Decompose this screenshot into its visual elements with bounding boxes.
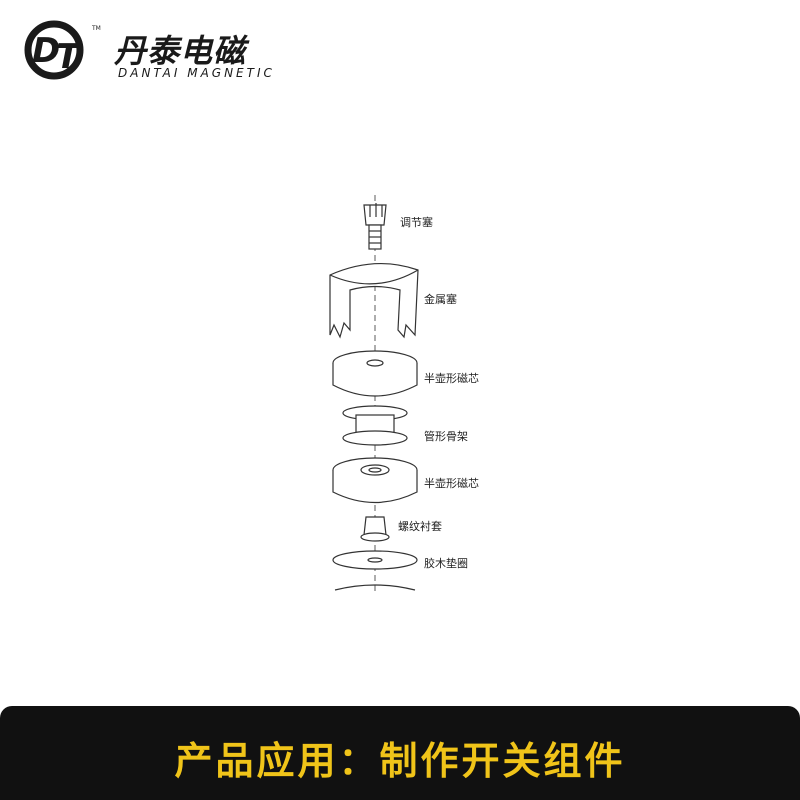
svg-text:D: D (32, 31, 60, 71)
banner-text: 产品应用：制作开关组件 (174, 739, 626, 783)
dt-logo-icon: D T TM (24, 20, 101, 80)
label-adjusting-plug: 调节塞 (400, 216, 433, 229)
metal-cap (329, 263, 419, 339)
exploded-pot-core-diagram (320, 195, 500, 595)
brand-name-cn: 丹泰电磁 (114, 32, 247, 70)
half-pot-core-top (332, 350, 418, 397)
product-application-banner: 产品应用：制作开关组件 (0, 706, 800, 800)
label-threaded-bushing: 螺纹衬套 (398, 520, 442, 533)
diagram-drawing (329, 195, 419, 595)
trademark-mark: TM (91, 25, 101, 32)
partial-lower-part (334, 584, 416, 591)
label-bakelite-washer: 胶木垫圈 (424, 557, 468, 570)
threaded-bushing (360, 516, 390, 542)
svg-text:T: T (56, 37, 82, 77)
brand-logo: D T TM 丹泰电磁 DANTAI MAGNETIC (22, 18, 322, 82)
label-tube-bobbin: 管形骨架 (424, 430, 468, 443)
label-half-pot-core-bottom: 半壶形磁芯 (424, 477, 479, 490)
brand-name-en: DANTAI MAGNETIC (118, 66, 275, 80)
bakelite-washer (332, 550, 418, 570)
label-metal-cap: 金属塞 (424, 293, 457, 306)
half-pot-core-bottom (332, 457, 418, 504)
adjusting-plug (363, 203, 387, 250)
tube-bobbin (342, 405, 408, 446)
label-half-pot-core-top: 半壶形磁芯 (424, 372, 479, 385)
